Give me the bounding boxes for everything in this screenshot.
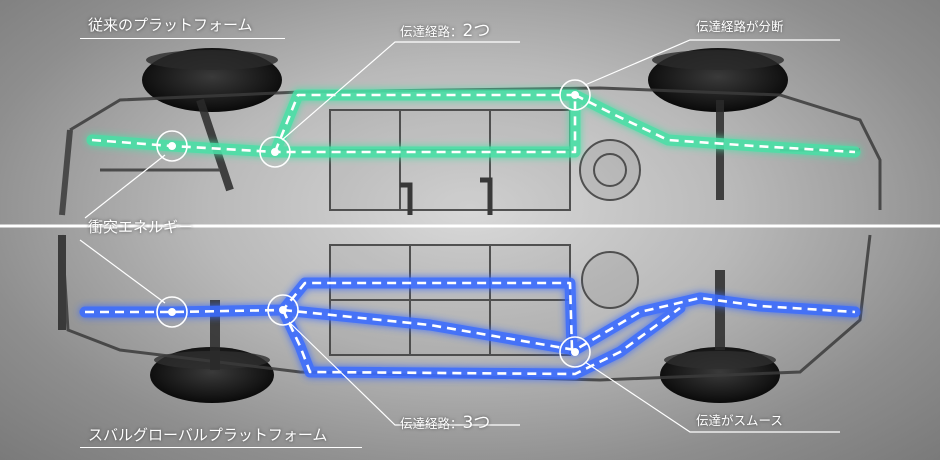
impact-point-icon — [156, 79, 591, 368]
leader-lines — [79, 39, 840, 433]
old-platform-title-underline — [80, 38, 285, 39]
old-paths-count: 2つ — [462, 21, 491, 41]
new-paths-prefix: 伝達経路： — [400, 416, 463, 431]
new-paths-note: 伝達経路：3つ — [400, 408, 490, 433]
old-paths-note: 伝達経路：2つ — [400, 16, 490, 41]
old-split-note: 伝達経路が分断 — [696, 19, 784, 34]
new-paths-count: 3つ — [462, 413, 491, 433]
old-platform-title: 従来のプラットフォーム — [88, 16, 253, 34]
collision-energy-label: 衝突エネルギー — [88, 218, 194, 236]
chassis-frame-icon — [58, 86, 882, 382]
new-platform-title: スバルグローバルプラットフォーム — [88, 426, 328, 444]
old-paths-prefix: 伝達経路： — [400, 24, 463, 39]
new-smooth-note: 伝達がスムース — [696, 413, 783, 428]
new-platform-title-underline — [80, 447, 362, 448]
